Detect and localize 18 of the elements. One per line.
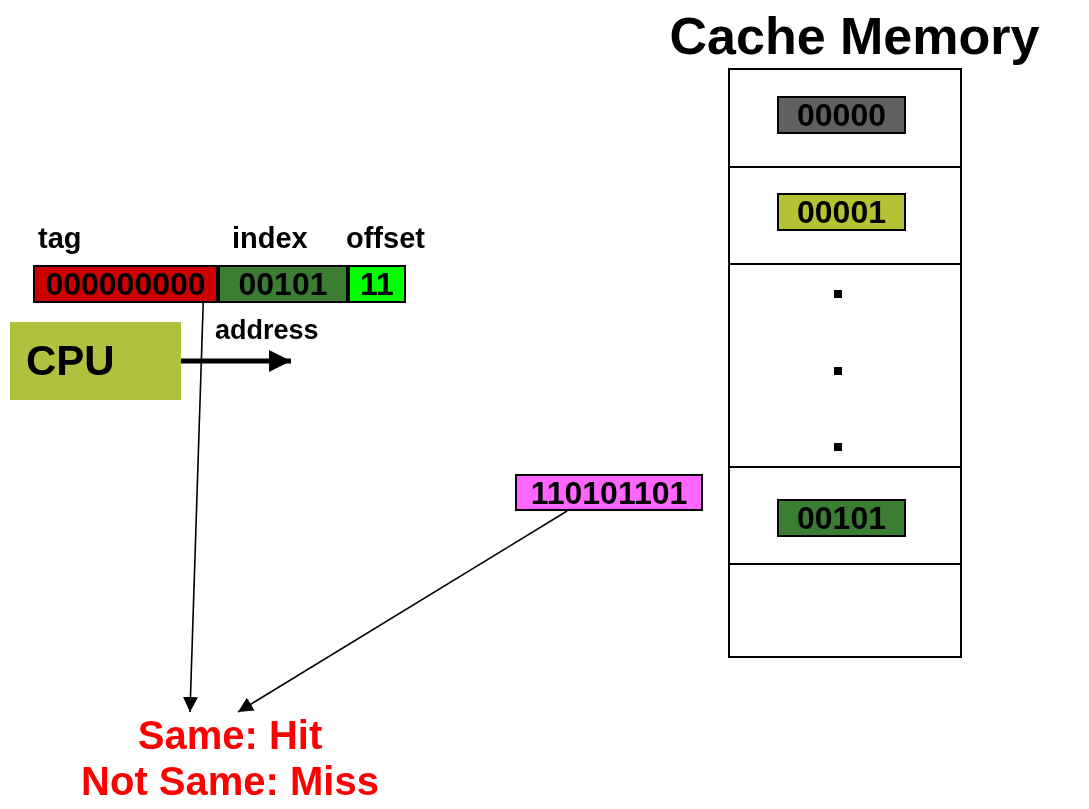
arrow [183,302,204,713]
bit-field: 00001 [777,193,906,231]
field-label: index [232,222,308,255]
bit-field: 00101 [777,499,906,537]
bit-field: 110101101 [515,474,703,511]
bit-field: 00000 [777,96,906,134]
cpu-box: CPU [10,322,181,400]
heading: Cache Memory [668,6,1041,66]
bit-field: 11 [348,265,406,303]
bit-field: 000000000 [33,265,218,303]
field-label: offset [346,222,425,255]
result-text: Same: Hit [136,712,324,758]
arrow [237,510,568,713]
bit-field: 00101 [218,265,348,303]
arrow [181,350,291,372]
edge-label: address [215,315,319,346]
field-label: tag [38,222,82,255]
result-text: Not Same: Miss [80,758,380,804]
